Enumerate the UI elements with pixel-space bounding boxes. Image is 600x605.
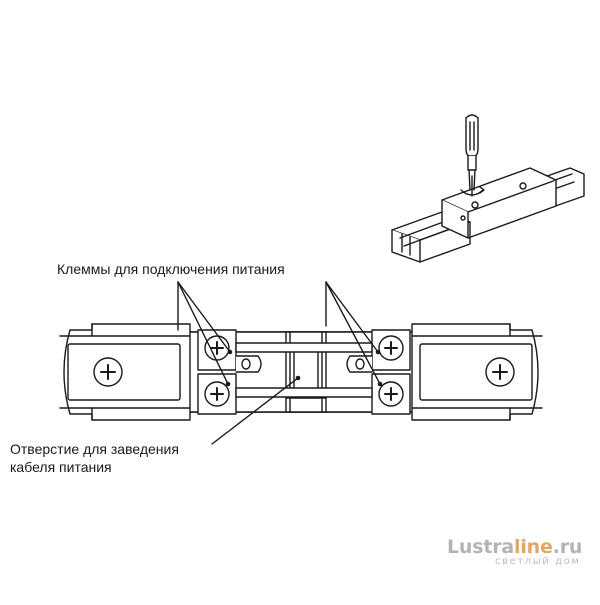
brand-name: Lustraline.ru [447,536,587,558]
terminal-screw-top-left [204,335,230,361]
leader-lines [177,281,381,445]
cable-hole-callout-line1: Отверстие для заведения [10,441,179,457]
end-screw-right [485,357,515,387]
end-screw-left [93,357,123,387]
cable-hole-callout-line2: кабеля питания [10,459,112,475]
terminal-screw-top-right [378,335,404,361]
terminals-callout: Клеммы для подключения питания [57,261,285,277]
inset-isometric-illustration [391,114,585,263]
brand-tagline: светлый дом [495,556,581,567]
terminal-screw-bottom-right [378,381,404,407]
leader-dots [225,349,383,387]
brand-name-part3: .ru [552,536,583,558]
terminal-screw-bottom-left [204,381,230,407]
brand-name-part1: Lustra [447,536,515,558]
brand-logo: Lustraline.ru светлый дом [447,536,587,567]
cable-hole-callout: Отверстие для заведения кабеля питания [10,440,179,476]
brand-name-part2: line [514,536,553,558]
main-connector [59,323,543,421]
